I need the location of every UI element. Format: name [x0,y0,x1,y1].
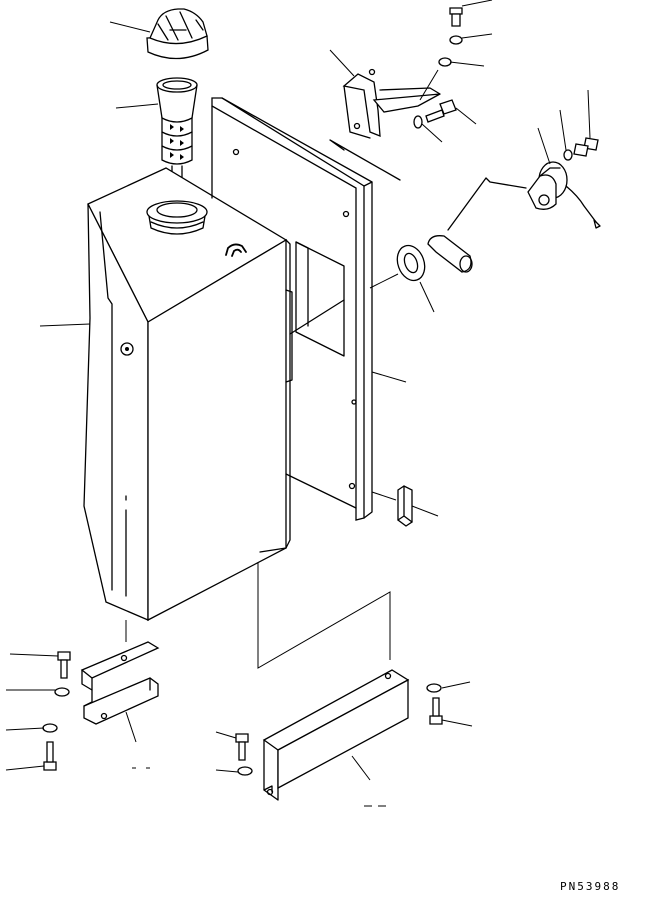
rear-mount-bracket-icon [262,669,410,801]
fuel-gauge-sender-icon [427,161,601,273]
assembly-lines [125,69,439,669]
front-mount-bracket-icon [80,641,160,725]
bolt-icon [43,7,599,771]
cushion-icon [397,485,413,527]
bracket-panel-icon [211,97,373,521]
gasket-icon [396,244,426,282]
washer-icon [42,35,573,776]
leader-lines [5,0,591,807]
filler-cap-icon [146,8,209,60]
fuel-tank-icon [83,167,293,622]
mount-clip-icon [329,68,441,181]
drawing-code: PN53988 [560,880,621,893]
